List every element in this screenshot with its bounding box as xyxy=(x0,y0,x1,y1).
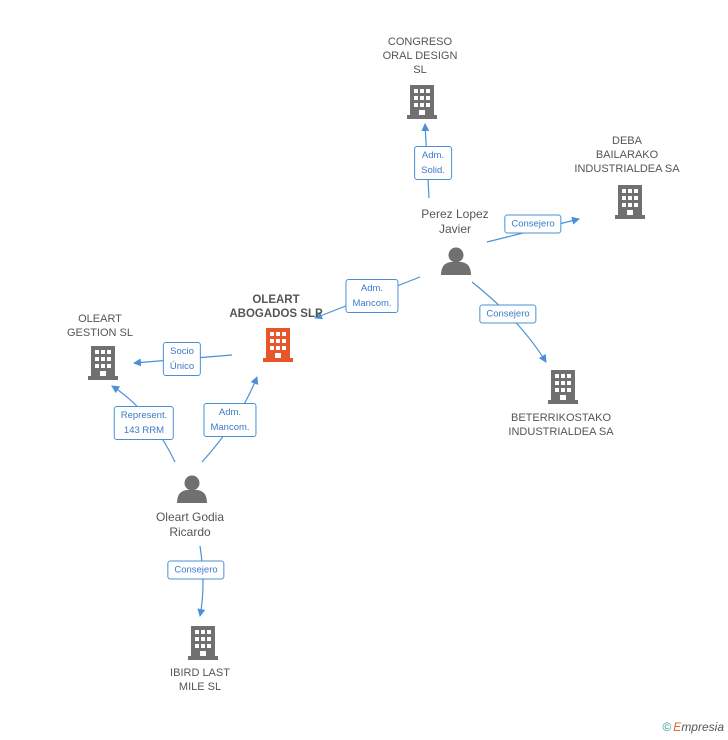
ibird-building-icon xyxy=(188,626,218,660)
oleart-godia-person-icon xyxy=(177,475,207,503)
edge-label-consejero-beterrikostako: Consejero xyxy=(479,304,537,324)
edge-label-adm-solid: Adm.Solid. xyxy=(414,146,452,180)
brand-initial: E xyxy=(673,720,682,734)
copyright-icon: © xyxy=(662,720,672,734)
edge-label-adm-mancom-perez: Adm.Mancom. xyxy=(345,279,399,313)
edge-label-adm-mancom-godia: Adm.Mancom. xyxy=(203,403,257,437)
oleart-gestion-building-icon xyxy=(88,346,118,380)
beterrikostako-building-icon xyxy=(548,370,578,404)
edge-godia-ibird xyxy=(197,545,206,617)
brand-rest: mpresia xyxy=(681,720,724,734)
edge-label-consejero-deba: Consejero xyxy=(504,214,562,234)
deba-building-icon xyxy=(615,185,645,219)
empresia-watermark: ©Empresia xyxy=(662,720,724,734)
perez-person-icon xyxy=(441,247,471,275)
oleart-abogados-building-icon xyxy=(263,328,293,362)
edge-label-consejero-ibird: Consejero xyxy=(167,560,225,580)
congreso-building-icon xyxy=(407,85,437,119)
edge-label-represent: Represent.143 RRM xyxy=(113,406,175,440)
